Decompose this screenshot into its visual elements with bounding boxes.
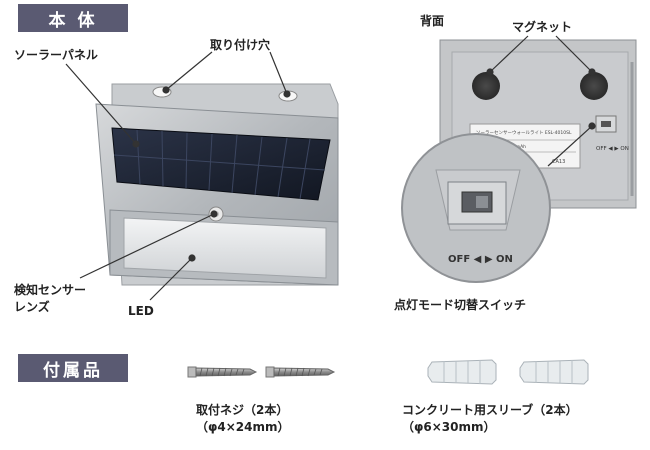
label-sensor-lens-line2: レンズ (14, 300, 50, 314)
magnet-right (580, 72, 608, 100)
svg-text:OFF ◀ ▶ ON: OFF ◀ ▶ ON (448, 254, 513, 265)
label-switch: 点灯モード切替スイッチ (394, 298, 527, 312)
svg-text:OFF ◀ ▶ ON: OFF ◀ ▶ ON (596, 146, 629, 152)
label-mounting-hole: 取り付け穴 (210, 38, 271, 52)
screw-1 (187, 366, 258, 378)
label-solar-panel: ソーラーパネル (14, 48, 98, 62)
svg-text:CA13: CA13 (552, 159, 565, 165)
magnet-left (472, 72, 500, 100)
caption-sleeves-line1: コンクリート用スリーブ（2本） (402, 403, 578, 417)
solar-panel (111, 127, 331, 201)
label-back: 背面 (420, 14, 445, 28)
caption-sleeves: コンクリート用スリーブ（2本） （φ6×30mm） (402, 402, 578, 436)
main-body-tag: 本 体 (18, 4, 128, 32)
screw-2 (265, 366, 336, 378)
label-sensor-lens: 検知センサー レンズ (14, 282, 86, 316)
caption-sleeves-line2: （φ6×30mm） (402, 420, 496, 434)
caption-screws: 取付ネジ（2本） （φ4×24mm） (196, 402, 290, 436)
caption-screws-line1: 取付ネジ（2本） (196, 403, 289, 417)
label-sensor-lens-line1: 検知センサー (14, 283, 87, 297)
sleeve-1 (427, 359, 497, 385)
label-magnet: マグネット (512, 20, 573, 34)
label-led: LED (128, 304, 154, 318)
svg-text:ソーラーセンサーウォールライト ESL-4010SL: ソーラーセンサーウォールライト ESL-4010SL (476, 129, 572, 136)
caption-screws-line2: （φ4×24mm） (196, 420, 290, 434)
sleeve-2 (519, 359, 589, 385)
accessories-tag: 付属品 (18, 354, 128, 382)
